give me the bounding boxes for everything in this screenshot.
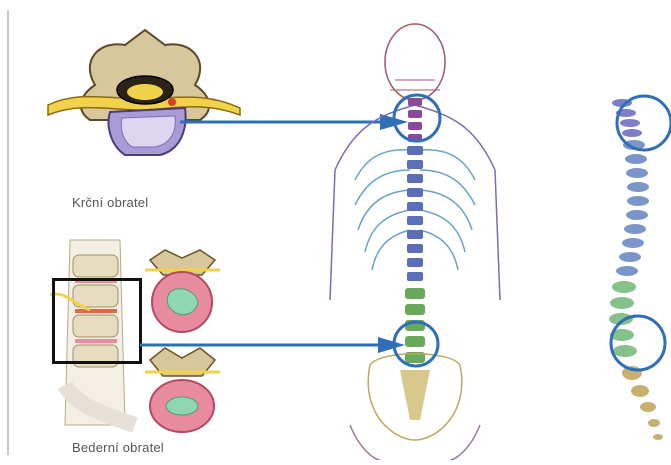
spine-back-view-illustration	[320, 20, 510, 460]
lumbar-detail-box	[52, 278, 142, 364]
spine-side-view-illustration	[600, 85, 671, 460]
lumbar-disc-top-illustration	[140, 240, 225, 335]
lumbar-vertebra-label: Bederní obratel	[72, 440, 164, 455]
cervical-vertebra-label: Krční obratel	[72, 195, 148, 210]
circle-highlight-icon	[611, 316, 665, 370]
left-divider	[7, 10, 9, 455]
cervical-vertebra-illustration	[40, 20, 250, 170]
